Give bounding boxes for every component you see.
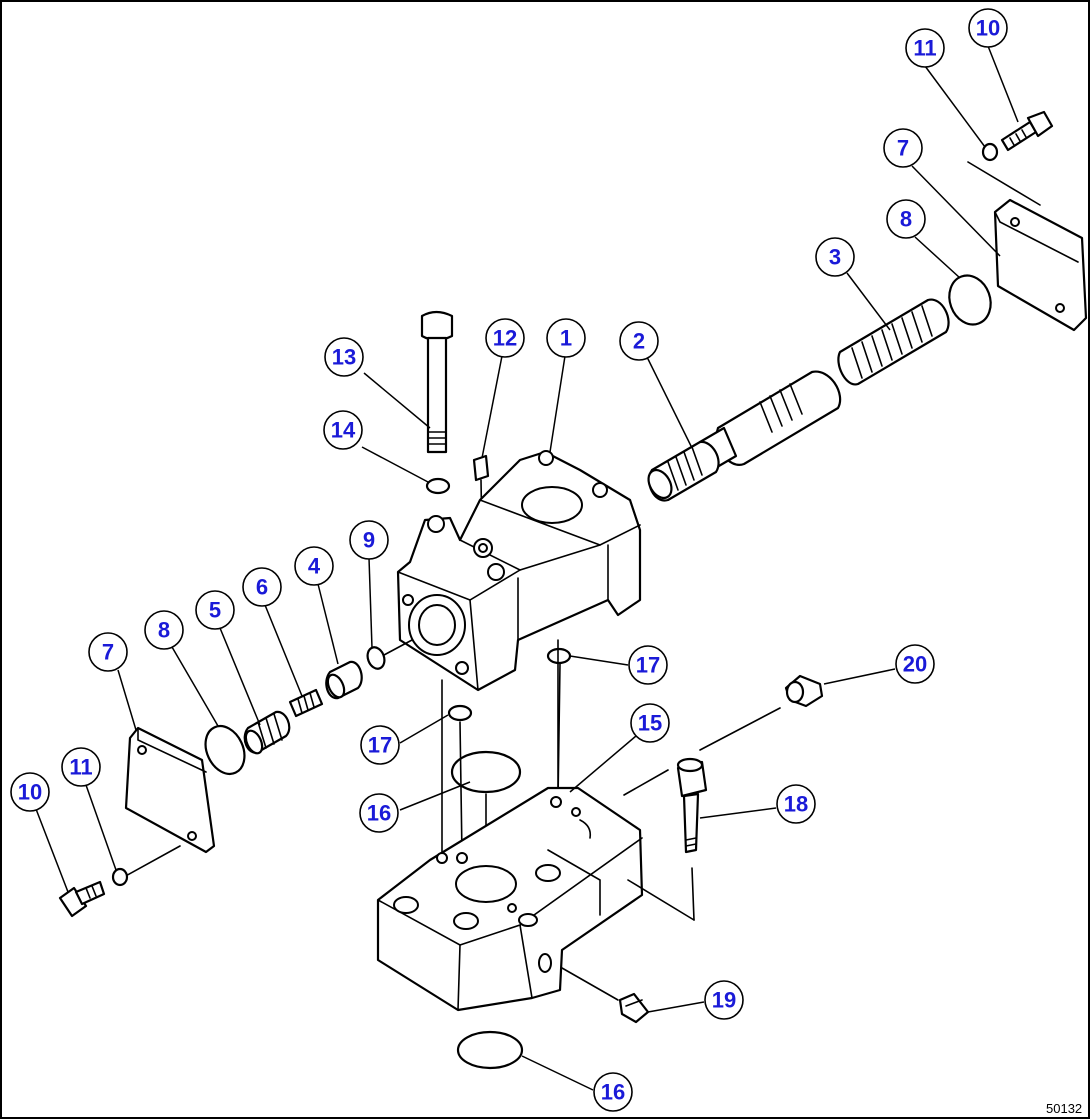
bolt-13 bbox=[420, 310, 454, 454]
callout-9: 9 bbox=[349, 520, 389, 560]
lock-washer-11-top bbox=[981, 142, 999, 162]
svg-text:15: 15 bbox=[638, 711, 662, 736]
o-ring-17-upper bbox=[546, 647, 572, 665]
o-ring-8-left bbox=[204, 724, 246, 776]
callout-8-right: 8 bbox=[886, 199, 926, 239]
svg-text:14: 14 bbox=[331, 418, 356, 443]
bolt-10-left bbox=[58, 880, 106, 918]
gasket-16-mid bbox=[450, 750, 522, 794]
callout-8-left: 8 bbox=[144, 610, 184, 650]
callout-16-bottom: 16 bbox=[593, 1072, 633, 1112]
bolt-10-top bbox=[1000, 110, 1054, 152]
bolt-18 bbox=[676, 757, 708, 854]
svg-text:12: 12 bbox=[493, 326, 517, 351]
gasket-16-bottom bbox=[456, 1030, 524, 1070]
drawing-number: 50132 bbox=[1046, 1101, 1082, 1116]
svg-text:10: 10 bbox=[976, 16, 1000, 41]
callout-7-left: 7 bbox=[88, 632, 128, 672]
callout-17-right: 17 bbox=[628, 645, 668, 685]
o-ring-8-right bbox=[948, 274, 992, 326]
block-15 bbox=[376, 786, 644, 1012]
callout-11-left: 11 bbox=[61, 747, 101, 787]
washer-14 bbox=[425, 477, 451, 495]
callout-7-right: 7 bbox=[883, 128, 923, 168]
svg-text:10: 10 bbox=[18, 780, 42, 805]
spring-5 bbox=[243, 710, 291, 755]
cover-plate-7-right bbox=[993, 198, 1088, 332]
callout-5: 5 bbox=[195, 590, 235, 630]
callout-20: 20 bbox=[895, 644, 935, 684]
svg-text:19: 19 bbox=[712, 988, 736, 1013]
callout-17-left: 17 bbox=[360, 725, 400, 765]
svg-text:11: 11 bbox=[913, 36, 936, 61]
leader-lines bbox=[35, 45, 1019, 1091]
callout-2: 2 bbox=[619, 321, 659, 361]
callout-3: 3 bbox=[815, 237, 855, 277]
svg-text:17: 17 bbox=[368, 733, 392, 758]
callout-6: 6 bbox=[242, 567, 282, 607]
spring-3 bbox=[837, 298, 950, 386]
plug-19 bbox=[618, 992, 650, 1024]
callout-18: 18 bbox=[776, 784, 816, 824]
svg-text:18: 18 bbox=[784, 792, 808, 817]
callout-11-top: 11 bbox=[905, 28, 945, 68]
svg-text:8: 8 bbox=[158, 618, 170, 643]
svg-text:6: 6 bbox=[256, 575, 268, 600]
svg-text:1: 1 bbox=[560, 326, 572, 351]
callout-19: 19 bbox=[704, 980, 744, 1020]
callout-14: 14 bbox=[323, 410, 363, 450]
valve-body-1 bbox=[396, 450, 642, 692]
callout-10-top: 10 bbox=[968, 8, 1008, 48]
svg-text:17: 17 bbox=[636, 653, 660, 678]
callout-4: 4 bbox=[294, 546, 334, 586]
plunger-6 bbox=[288, 688, 324, 718]
svg-text:4: 4 bbox=[308, 554, 321, 579]
svg-text:8: 8 bbox=[900, 207, 912, 232]
svg-text:2: 2 bbox=[633, 329, 645, 354]
svg-text:11: 11 bbox=[69, 755, 92, 780]
cap-4 bbox=[325, 660, 363, 700]
callout-1: 1 bbox=[546, 318, 586, 358]
callout-16-mid: 16 bbox=[359, 793, 399, 833]
o-ring-9 bbox=[366, 646, 386, 670]
o-ring-17-lower bbox=[447, 704, 473, 722]
svg-text:7: 7 bbox=[897, 136, 909, 161]
svg-text:13: 13 bbox=[332, 345, 356, 370]
spool-2 bbox=[647, 370, 842, 502]
svg-text:16: 16 bbox=[601, 1080, 625, 1105]
svg-text:20: 20 bbox=[903, 652, 927, 677]
svg-text:16: 16 bbox=[367, 801, 391, 826]
svg-text:3: 3 bbox=[829, 245, 841, 270]
cover-plate-7-left bbox=[124, 726, 216, 854]
callout-12: 12 bbox=[485, 318, 525, 358]
svg-text:5: 5 bbox=[209, 598, 221, 623]
callout-15: 15 bbox=[630, 703, 670, 743]
plug-20 bbox=[784, 674, 824, 708]
callout-13: 13 bbox=[324, 337, 364, 377]
lock-washer-11-left bbox=[111, 867, 129, 887]
svg-text:9: 9 bbox=[363, 528, 375, 553]
callouts: 10 11 7 8 3 2 1 12 13 14 9 4 6 5 8 7 11 … bbox=[10, 8, 1008, 1112]
callout-10-left: 10 bbox=[10, 772, 50, 812]
svg-text:7: 7 bbox=[102, 640, 114, 665]
